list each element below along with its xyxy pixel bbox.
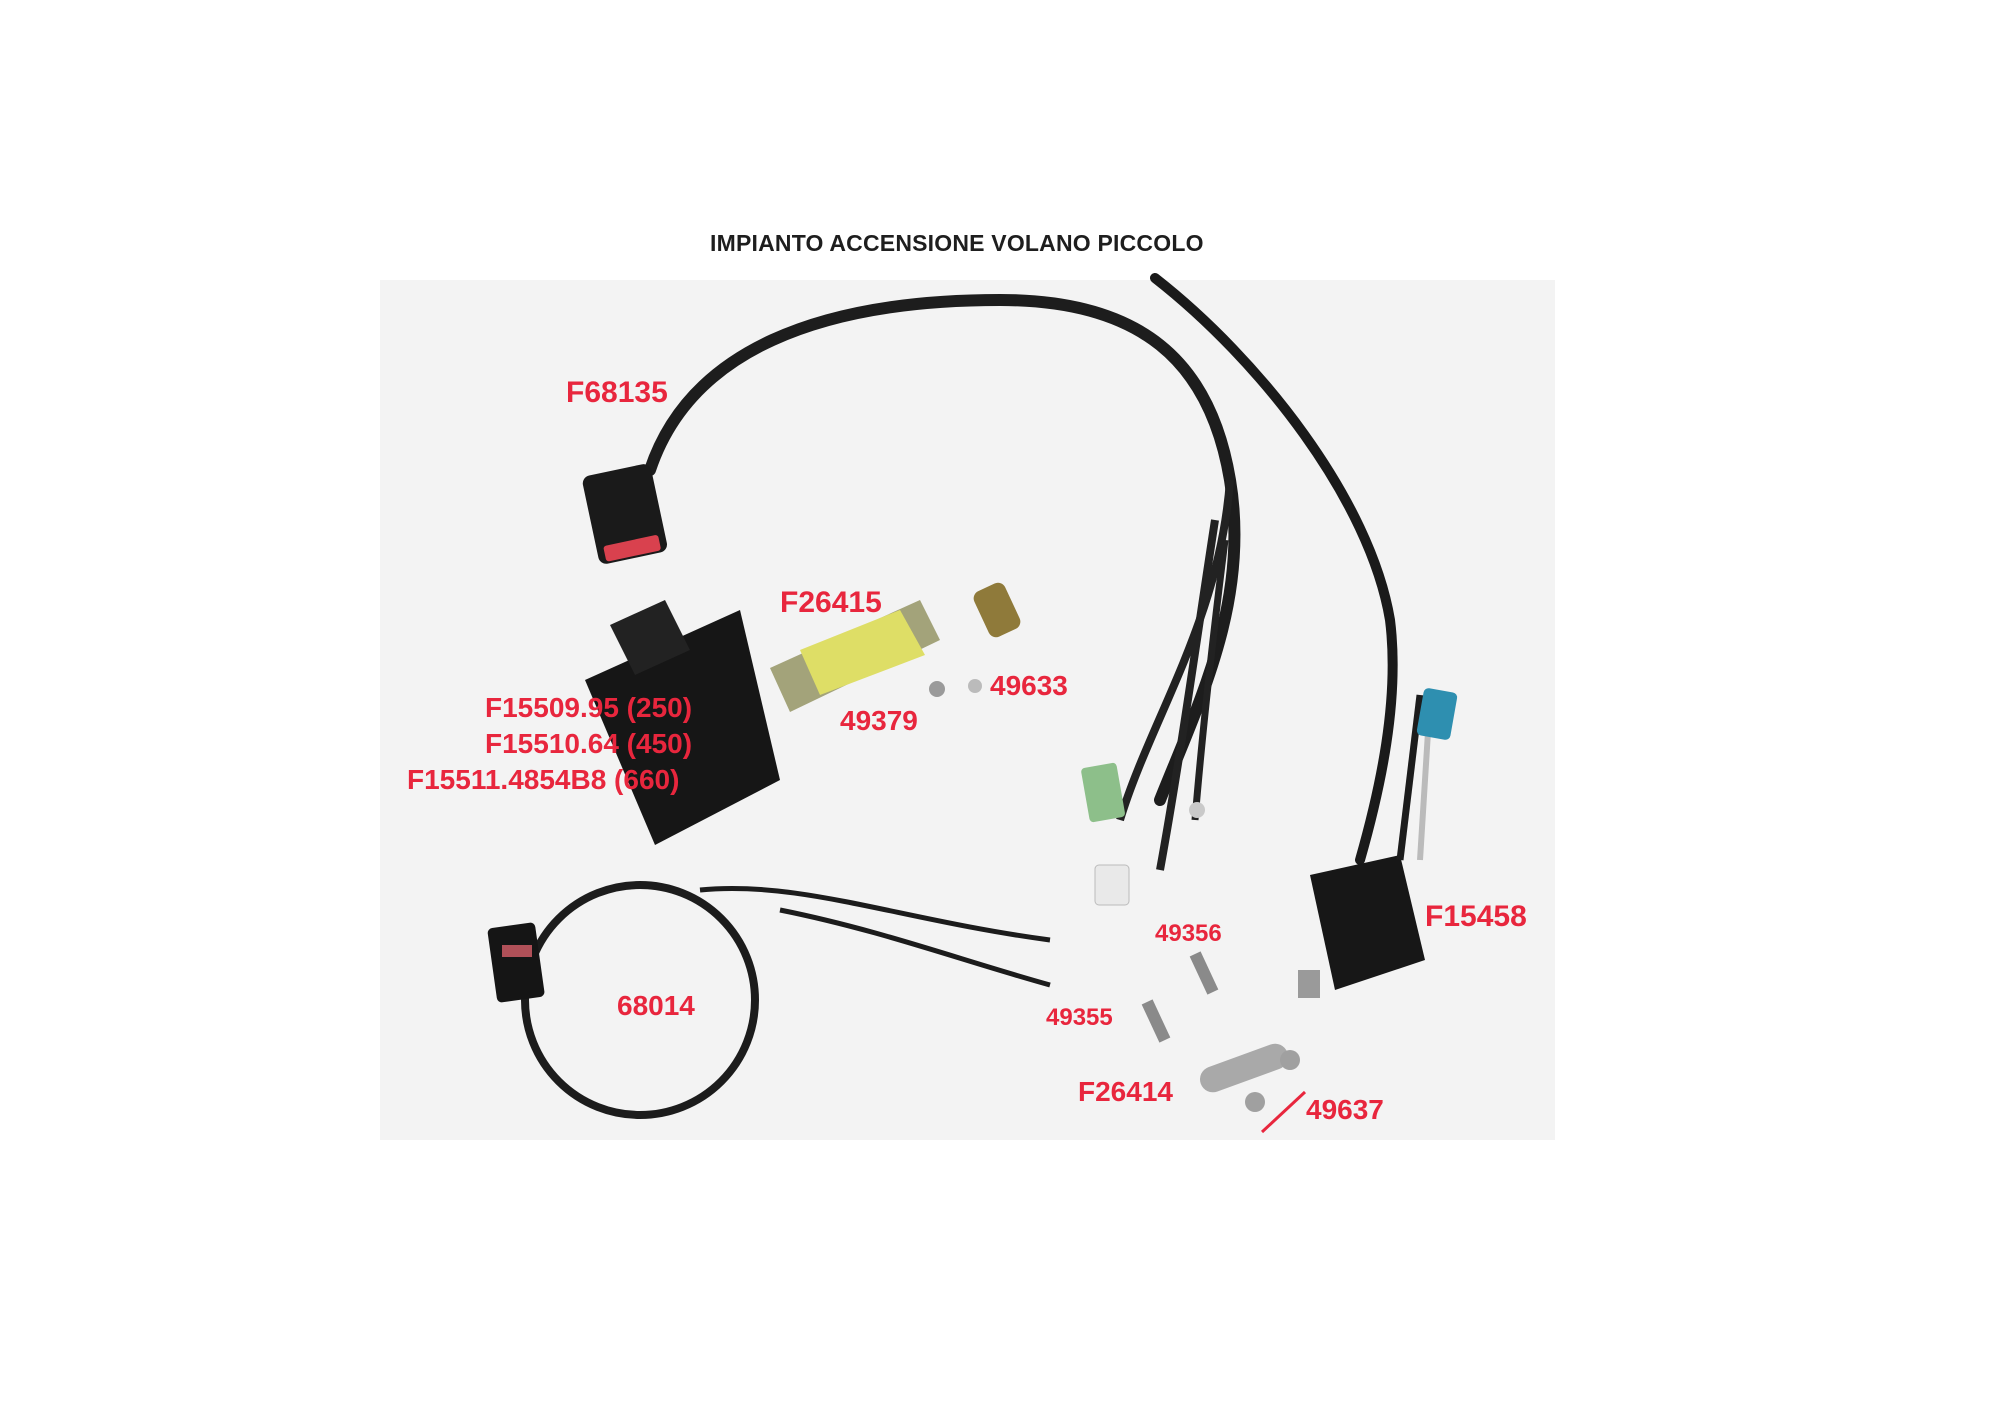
label-49637: 49637 [1306, 1094, 1384, 1125]
cdi-unit [585, 600, 780, 845]
label-f15509: F15509.95 (250) [485, 692, 693, 723]
bolt-49355 [1141, 999, 1171, 1043]
leader-49637 [1260, 1090, 1307, 1134]
label-f15510: F15510.64 (450) [485, 728, 693, 759]
label-f68135: F68135 [566, 376, 668, 409]
label-49356: 49356 [1155, 920, 1222, 947]
label-f26414: F26414 [1078, 1076, 1173, 1107]
nut-49637-b [1245, 1092, 1265, 1112]
photo-panel [380, 280, 1555, 1140]
coil-f15458 [1298, 688, 1458, 998]
ring-terminal [1189, 802, 1205, 818]
label-f15511: F15511.4854B8 (660) [407, 764, 680, 795]
label-f15458: F15458 [1425, 900, 1527, 933]
harness-wire-branch-2 [1156, 519, 1219, 871]
nut-49379 [929, 681, 945, 697]
nut-49637-a [1280, 1050, 1300, 1070]
harness-wire-branch-1 [1116, 479, 1234, 822]
green-connector [1081, 762, 1125, 823]
connector-f68135 [582, 464, 667, 564]
nut-49633 [968, 679, 982, 693]
harness-wire-main [644, 293, 1241, 806]
diagram-title: IMPIANTO ACCENSIONE VOLANO PICCOLO [710, 230, 1204, 256]
bracket-f26415 [770, 582, 1021, 712]
bolt-49356 [1189, 951, 1219, 995]
label-49355: 49355 [1046, 1004, 1113, 1031]
white-connector [1094, 864, 1130, 906]
label-68014: 68014 [617, 990, 695, 1021]
plate-f26414 [1199, 1043, 1289, 1093]
harness-wire-branch-3 [1191, 539, 1229, 821]
label-f26415: F26415 [780, 586, 882, 619]
label-49633: 49633 [990, 670, 1068, 701]
pickup-68014 [487, 881, 1051, 1119]
label-49379: 49379 [840, 705, 918, 736]
long-black-wire [1150, 273, 1398, 865]
